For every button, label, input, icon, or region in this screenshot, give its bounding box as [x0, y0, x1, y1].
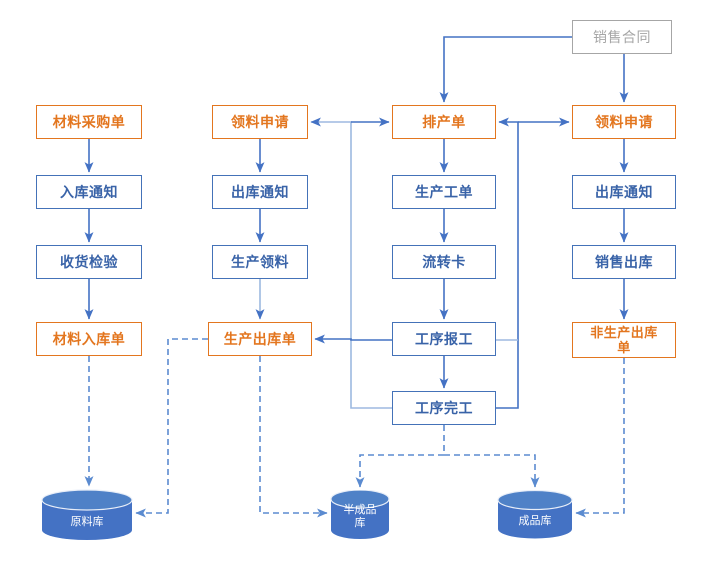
database-semi-finished-warehouse[interactable]: 半成品 库	[330, 489, 390, 540]
node-material-purchase-order[interactable]: 材料采购单	[36, 105, 142, 139]
node-label: 排产单	[422, 113, 466, 130]
node-label: 生产出库单	[223, 330, 297, 347]
node-material-request-production[interactable]: 领料申请	[212, 105, 308, 139]
node-outbound-notice-sales[interactable]: 出库通知	[572, 175, 676, 209]
node-label: 销售出库	[595, 253, 653, 270]
node-non-production-outbound-order[interactable]: 非生产出库 单	[572, 322, 676, 358]
node-label: 工序报工	[415, 330, 473, 347]
node-material-request-sales[interactable]: 领料申请	[572, 105, 676, 139]
node-label: 出库通知	[231, 183, 289, 200]
database-raw-material-warehouse[interactable]: 原料库	[41, 489, 133, 541]
node-sales-outbound[interactable]: 销售出库	[572, 245, 676, 279]
node-sales-contract[interactable]: 销售合同	[572, 20, 672, 54]
node-label: 生产领料	[231, 253, 289, 270]
node-production-work-order[interactable]: 生产工单	[392, 175, 496, 209]
node-routing-card[interactable]: 流转卡	[392, 245, 496, 279]
node-label: 非生产出库 单	[590, 325, 658, 355]
node-label: 工序完工	[415, 399, 473, 416]
cylinder-icon	[41, 489, 133, 540]
node-label: 入库通知	[60, 183, 118, 200]
node-label: 出库通知	[595, 183, 653, 200]
node-material-receipt-order[interactable]: 材料入库单	[36, 322, 142, 356]
node-label: 材料入库单	[52, 330, 126, 347]
node-outbound-notice-production[interactable]: 出库通知	[212, 175, 308, 209]
node-label: 领料申请	[231, 113, 289, 130]
node-production-outbound-order[interactable]: 生产出库单	[208, 322, 312, 356]
cylinder-icon	[330, 489, 390, 539]
node-receiving-inspection[interactable]: 收货检验	[36, 245, 142, 279]
node-process-reporting[interactable]: 工序报工	[392, 322, 496, 356]
node-label: 流转卡	[422, 253, 466, 270]
node-label: 生产工单	[415, 183, 473, 200]
node-production-picking[interactable]: 生产领料	[212, 245, 308, 279]
solid-connectors	[84, 36, 629, 409]
node-process-completion[interactable]: 工序完工	[392, 391, 496, 425]
node-inbound-notice[interactable]: 入库通知	[36, 175, 142, 209]
node-production-schedule-order[interactable]: 排产单	[392, 105, 496, 139]
cylinder-icon	[497, 489, 573, 539]
node-label: 收货检验	[60, 253, 118, 270]
database-finished-goods-warehouse[interactable]: 成品库	[497, 489, 573, 540]
node-label: 销售合同	[593, 28, 651, 45]
node-label: 领料申请	[595, 113, 653, 130]
node-label: 材料采购单	[52, 113, 126, 130]
dashed-connectors	[84, 338, 625, 518]
